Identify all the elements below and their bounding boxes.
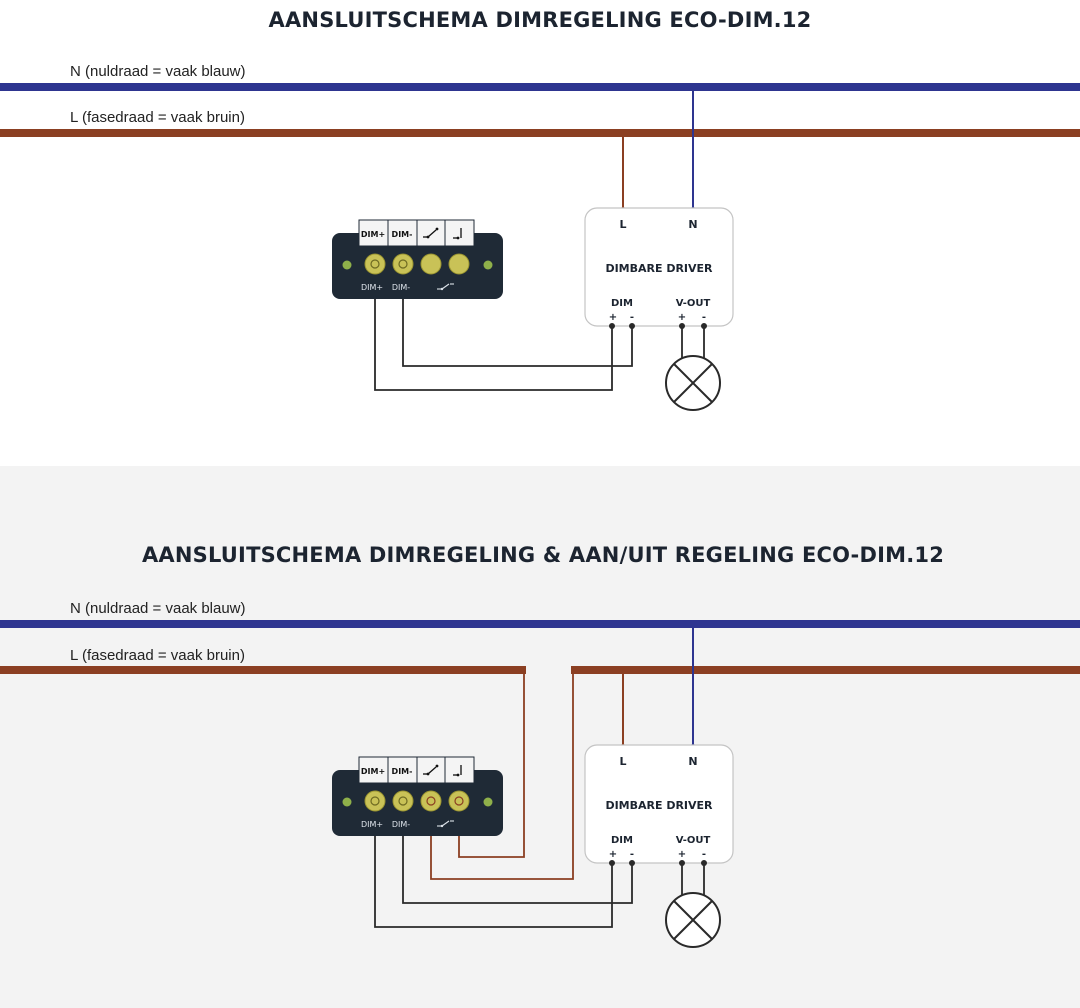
bottom-driver-vout-plus: + [678, 849, 686, 860]
bottom-tag-dim-plus: DIM+ [361, 767, 385, 776]
top-neutral-wire [0, 83, 1080, 91]
bottom-eco-dim-module: DIM+ DIM- DIM+ DIM- [332, 756, 503, 836]
bottom-mount-hole-left [342, 797, 352, 807]
bottom-background [0, 466, 1080, 1008]
top-dim-minus-wire [402, 265, 633, 367]
bottom-driver-title: DIMBARE DRIVER [605, 799, 713, 812]
bottom-driver-dim-label: DIM [611, 835, 633, 846]
bottom-diagram: AANSLUITSCHEMA DIMREGELING & AAN/UIT REG… [0, 466, 1080, 1008]
top-driver-n-label: N [688, 218, 697, 231]
bottom-neutral-label: N (nuldraad = vaak blauw) [70, 600, 246, 617]
top-module-body [332, 233, 503, 299]
top-tag-dim-plus: DIM+ [361, 230, 385, 239]
top-title: AANSLUITSCHEMA DIMREGELING ECO-DIM.12 [269, 8, 812, 32]
top-mount-hole-right [483, 260, 493, 270]
bottom-driver-n-label: N [688, 755, 697, 768]
bottom-dim-plus-wire [374, 801, 613, 928]
bottom-title: AANSLUITSCHEMA DIMREGELING & AAN/UIT REG… [142, 543, 944, 567]
bottom-driver-dim-minus: - [630, 849, 634, 860]
bottom-module-body [332, 770, 503, 836]
top-driver-vout-minus: - [702, 312, 706, 323]
top-driver-box [584, 207, 734, 327]
bottom-dim-minus-wire [402, 801, 633, 904]
bottom-switch-loop-wire-b [430, 674, 574, 880]
top-driver-vout-plus: + [678, 312, 686, 323]
bottom-phase-wire-right [571, 666, 1080, 674]
bottom-module-text-dim-plus: DIM+ [361, 820, 383, 829]
bottom-driver-vout-minus: - [702, 849, 706, 860]
bottom-phase-wire-left [0, 666, 526, 674]
top-driver-vout-label: V-OUT [676, 298, 711, 309]
bottom-driver-box [584, 744, 734, 864]
top-mount-hole-left [342, 260, 352, 270]
bottom-neutral-wire [0, 620, 1080, 628]
bottom-terminal-dim-plus [364, 790, 386, 812]
top-terminal-switch-a [420, 253, 442, 275]
top-module-text-dim-plus: DIM+ [361, 283, 383, 292]
bottom-dimmable-driver: L N DIMBARE DRIVER DIM V-OUT + - + - [584, 744, 734, 866]
bottom-lamp-icon [665, 892, 721, 948]
bottom-driver-l-label: L [619, 755, 626, 768]
bottom-tag-dim-minus: DIM- [392, 767, 413, 776]
top-driver-l-label: L [619, 218, 626, 231]
top-driver-title: DIMBARE DRIVER [605, 262, 713, 275]
top-eco-dim-module: DIM+ DIM- DIM+ DIM- [332, 219, 503, 299]
top-dim-plus-wire [374, 265, 613, 391]
top-driver-dim-minus: - [630, 312, 634, 323]
top-neutral-label: N (nuldraad = vaak blauw) [70, 63, 246, 80]
top-module-text-dim-minus: DIM- [392, 283, 410, 292]
top-lamp-icon [665, 355, 721, 411]
bottom-terminal-switch-b [448, 790, 470, 812]
bottom-driver-vout-label: V-OUT [676, 835, 711, 846]
bottom-terminal-dim-minus [392, 790, 414, 812]
bottom-driver-dim-plus: + [609, 849, 617, 860]
bottom-phase-label: L (fasedraad = vaak bruin) [70, 647, 245, 664]
bottom-module-text-dim-minus: DIM- [392, 820, 410, 829]
top-phase-wire [0, 129, 1080, 137]
top-terminal-dim-plus [364, 253, 386, 275]
top-diagram: AANSLUITSCHEMA DIMREGELING ECO-DIM.12 N … [0, 0, 1080, 466]
top-driver-dim-plus: + [609, 312, 617, 323]
top-tag-dim-minus: DIM- [392, 230, 413, 239]
top-driver-dim-label: DIM [611, 298, 633, 309]
top-terminal-dim-minus [392, 253, 414, 275]
bottom-terminal-switch-a [420, 790, 442, 812]
top-dimmable-driver: L N DIMBARE DRIVER DIM V-OUT + - + - [584, 207, 734, 329]
bottom-mount-hole-right [483, 797, 493, 807]
top-phase-label: L (fasedraad = vaak bruin) [70, 109, 245, 126]
top-terminal-switch-b [448, 253, 470, 275]
top-background [0, 0, 1080, 466]
